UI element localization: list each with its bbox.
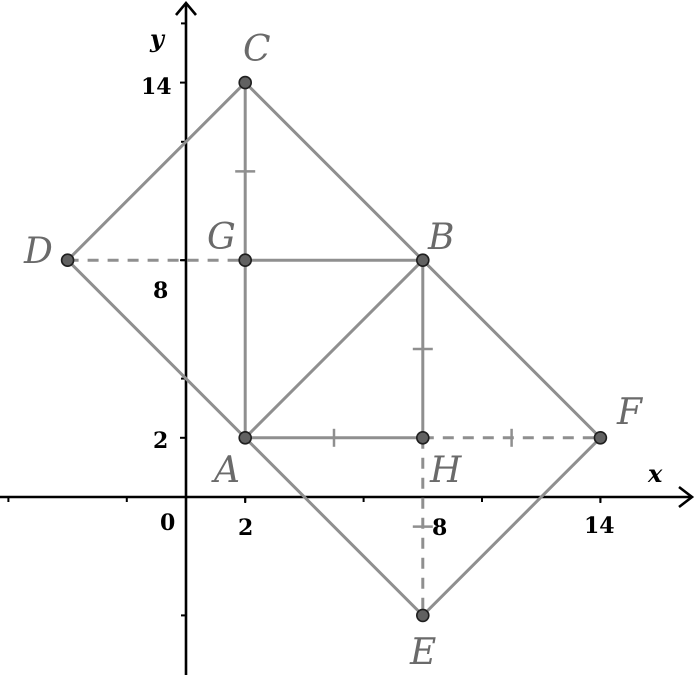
point-c bbox=[238, 75, 252, 90]
figure bbox=[66, 81, 602, 617]
point-g bbox=[238, 253, 252, 268]
y-axis-label: y bbox=[149, 24, 166, 53]
point-h bbox=[415, 430, 430, 445]
point-label-a: A bbox=[211, 450, 240, 491]
segment-cd bbox=[66, 81, 247, 262]
origin-label: 0 bbox=[160, 510, 175, 536]
point-d bbox=[60, 253, 75, 268]
x-tick-label-8: 8 bbox=[432, 515, 447, 541]
point-label-d: D bbox=[23, 231, 53, 272]
segment-ef bbox=[421, 436, 602, 617]
point-label-f: F bbox=[616, 392, 644, 433]
x-tick-label-2: 2 bbox=[238, 515, 253, 541]
point-label-g: G bbox=[207, 217, 236, 258]
equal-length-marks bbox=[235, 170, 513, 528]
tick-labels: 0 2 8 14 2 8 14 x y bbox=[141, 24, 663, 541]
point-label-c: C bbox=[243, 29, 271, 70]
point-label-e: E bbox=[409, 632, 436, 673]
x-axis-label: x bbox=[647, 459, 663, 488]
y-axis-arrow bbox=[175, 0, 197, 16]
points bbox=[60, 75, 608, 623]
point-b bbox=[415, 253, 430, 268]
point-e bbox=[415, 608, 430, 623]
point-f bbox=[593, 430, 608, 445]
x-axis-arrow bbox=[678, 485, 695, 509]
point-a bbox=[238, 430, 252, 445]
x-tick-label-14: 14 bbox=[584, 513, 615, 539]
segment-ae bbox=[243, 436, 425, 617]
point-label-b: B bbox=[427, 217, 454, 258]
point-label-h: H bbox=[429, 450, 462, 491]
y-tick-label-8: 8 bbox=[153, 278, 168, 304]
y-tick-label-14: 14 bbox=[141, 74, 172, 100]
point-labels: A B C D E F G H bbox=[23, 29, 644, 673]
segment-da bbox=[66, 258, 247, 440]
y-tick-label-2: 2 bbox=[153, 428, 168, 454]
segment-ab bbox=[243, 258, 425, 440]
